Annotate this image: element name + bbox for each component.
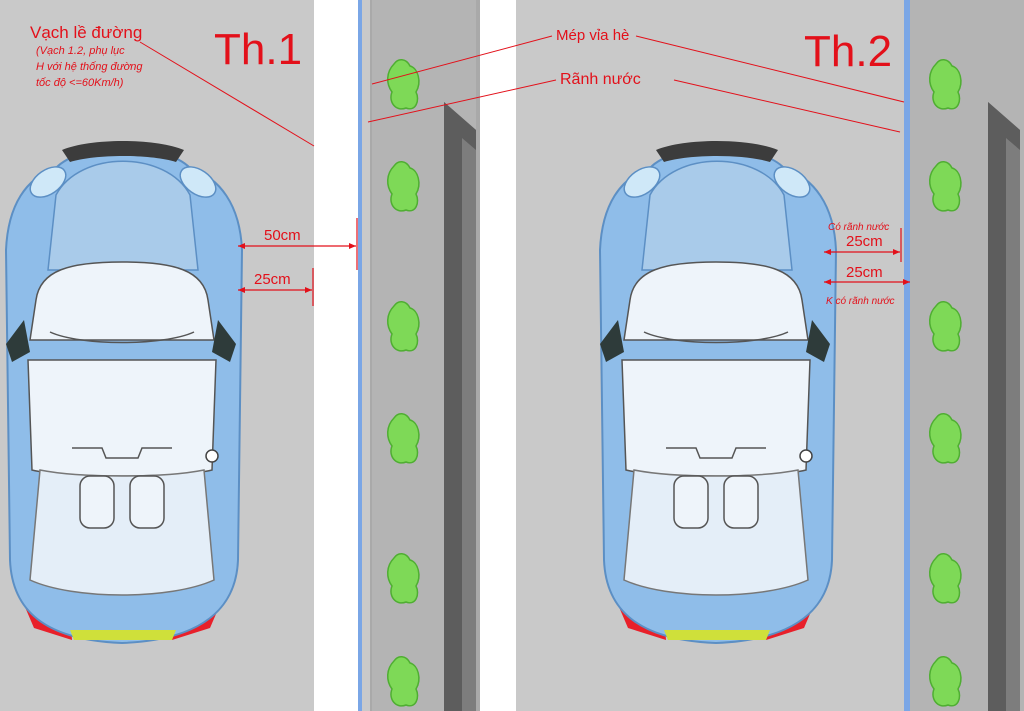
panel-2-title: Th.2 [804,27,892,76]
dimension-marks [238,218,910,306]
leader-lines [139,35,905,147]
dim-25-with-gutter-label: 25cm [846,233,883,250]
road-line-label: Vạch lề đường [30,23,142,42]
panel-2 [516,0,1024,711]
dim-25-label: 25cm [254,271,291,288]
road-line-note-1: (Vạch 1.2, phụ lục [36,45,125,57]
leader-gutter-1 [367,79,557,123]
dim-25-without-gutter-label: 25cm [846,264,883,281]
curb-edge-line [904,0,910,711]
car [5,140,243,644]
leader-curb-edge-2 [635,35,905,103]
car [599,140,837,644]
building-wall [444,102,476,711]
road-line-note-3: tốc độ <=60Km/h) [36,77,124,89]
leader-road-line [139,41,315,147]
curb-edge-label: Mép vỉa hè [556,27,629,44]
panel-1-title: Th.1 [214,25,302,74]
leader-curb-edge-1 [371,35,553,85]
without-gutter-note: K có rãnh nước [826,296,895,307]
building-wall [988,102,1020,711]
with-gutter-note: Có rãnh nước [828,222,889,233]
road-line-note-2: H với hệ thống đường [36,61,143,73]
road-edge-line [314,0,358,711]
leader-gutter-2 [673,79,901,133]
gutter-label: Rãnh nước [560,71,641,88]
panel-1 [0,0,480,711]
curb-edge-line [358,0,362,711]
dim-50-label: 50cm [264,227,301,244]
